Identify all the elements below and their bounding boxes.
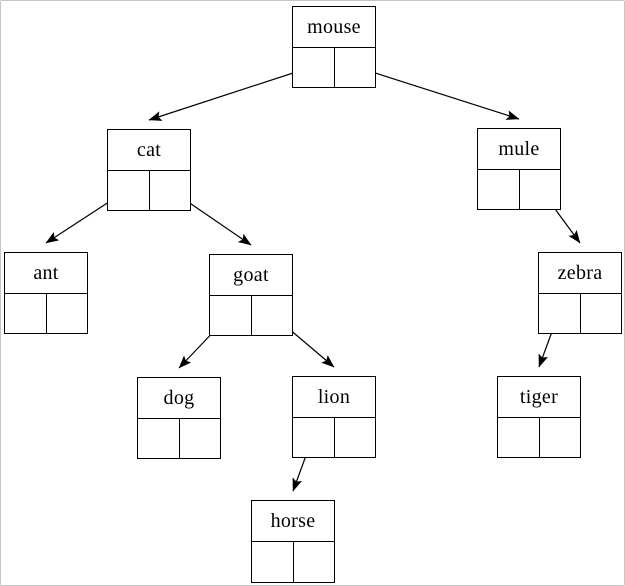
pointer-cells — [5, 294, 87, 333]
pointer-cells — [293, 418, 375, 457]
left-child-pointer-cell — [539, 294, 581, 333]
pointer-cells — [210, 296, 292, 335]
node-label: dog — [138, 378, 220, 419]
tree-node-ant: ant — [4, 252, 88, 334]
right-child-pointer-cell — [520, 170, 561, 209]
node-label: mouse — [293, 7, 375, 48]
tree-node-mule: mule — [477, 128, 561, 210]
tree-node-goat: goat — [209, 254, 293, 336]
node-label: lion — [293, 377, 375, 418]
node-label: ant — [5, 253, 87, 294]
node-label: tiger — [498, 377, 580, 418]
right-child-pointer-cell — [150, 171, 191, 210]
left-child-pointer-cell — [210, 296, 252, 335]
tree-node-tiger: tiger — [497, 376, 581, 458]
right-child-pointer-cell — [294, 542, 335, 582]
pointer-cells — [293, 48, 375, 87]
right-child-pointer-cell — [540, 418, 581, 457]
left-child-pointer-cell — [498, 418, 540, 457]
left-child-pointer-cell — [108, 171, 150, 210]
node-label: horse — [252, 501, 334, 542]
node-label: mule — [478, 129, 560, 170]
left-child-pointer-cell — [5, 294, 47, 333]
node-label: cat — [108, 130, 190, 171]
right-child-pointer-cell — [180, 419, 221, 458]
left-child-pointer-cell — [293, 48, 335, 87]
right-child-pointer-cell — [335, 418, 376, 457]
left-child-pointer-cell — [252, 542, 294, 582]
right-child-pointer-cell — [335, 48, 376, 87]
right-child-pointer-cell — [581, 294, 622, 333]
pointer-cells — [138, 419, 220, 458]
left-child-pointer-cell — [138, 419, 180, 458]
tree-node-mouse: mouse — [292, 6, 376, 88]
right-child-pointer-cell — [252, 296, 293, 335]
edge-mouse-mule — [354, 65, 520, 120]
tree-node-dog: dog — [137, 377, 221, 459]
right-child-pointer-cell — [47, 294, 88, 333]
tree-node-cat: cat — [107, 129, 191, 211]
tree-node-zebra: zebra — [538, 252, 622, 334]
left-child-pointer-cell — [293, 418, 335, 457]
edge-mouse-cat — [148, 65, 314, 121]
node-label: goat — [210, 255, 292, 296]
pointer-cells — [108, 171, 190, 210]
left-child-pointer-cell — [478, 170, 520, 209]
pointer-cells — [252, 542, 334, 582]
node-label: zebra — [539, 253, 621, 294]
pointer-cells — [498, 418, 580, 457]
pointer-cells — [539, 294, 621, 333]
tree-node-lion: lion — [292, 376, 376, 458]
tree-node-horse: horse — [251, 500, 335, 583]
pointer-cells — [478, 170, 560, 209]
